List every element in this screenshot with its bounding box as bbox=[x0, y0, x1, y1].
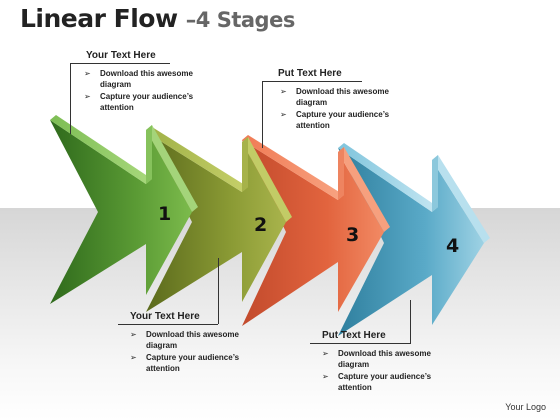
callout-3-item-2: ➢ Capture your audience’s attention bbox=[118, 352, 241, 374]
arrowhead-bullet-icon: ➢ bbox=[84, 92, 91, 101]
callout-3-item-1: ➢ Download this awesome diagram bbox=[118, 329, 241, 351]
callout-4-item-1: ➢ Download this awesome diagram bbox=[310, 348, 433, 370]
callout-3-item-1-text: Download this awesome diagram bbox=[146, 330, 239, 350]
callout-1-item-2-text: Capture your audience’s attention bbox=[100, 92, 194, 112]
stage-number-3: 3 bbox=[346, 224, 359, 246]
callout-3: Your Text Here ➢ Download this awesome di… bbox=[118, 311, 239, 375]
callout-4-item-1-text: Download this awesome diagram bbox=[338, 349, 431, 369]
callout-1-item-1: ➢ Download this awesome diagram bbox=[70, 68, 195, 90]
callout-3-heading: Your Text Here bbox=[118, 311, 218, 325]
callout-4-item-2-text: Capture your audience’s attention bbox=[338, 372, 432, 392]
callout-2-item-1: ➢ Download this awesome diagram bbox=[262, 86, 391, 108]
leader-line-2 bbox=[262, 82, 263, 148]
callout-1-item-1-text: Download this awesome diagram bbox=[100, 69, 193, 89]
arrow-stage-1 bbox=[50, 115, 198, 304]
callout-3-item-2-text: Capture your audience’s attention bbox=[146, 353, 240, 373]
callout-1: Your Text Here ➢ Download this awesome di… bbox=[70, 50, 193, 114]
arrowhead-bullet-icon: ➢ bbox=[322, 349, 329, 358]
arrowhead-bullet-icon: ➢ bbox=[280, 110, 287, 119]
leader-line-4 bbox=[410, 300, 411, 344]
title-main: Linear Flow bbox=[20, 4, 178, 33]
arrowhead-bullet-icon: ➢ bbox=[130, 353, 137, 362]
callout-1-item-2: ➢ Capture your audience’s attention bbox=[70, 91, 195, 113]
callout-2-heading: Put Text Here bbox=[262, 68, 362, 82]
stage-number-2: 2 bbox=[254, 214, 267, 236]
arrowhead-bullet-icon: ➢ bbox=[322, 372, 329, 381]
arrowhead-bullet-icon: ➢ bbox=[130, 330, 137, 339]
callout-4-item-2: ➢ Capture your audience’s attention bbox=[310, 371, 433, 393]
callout-4: Put Text Here ➢ Download this awesome dia… bbox=[310, 330, 431, 394]
arrowhead-bullet-icon: ➢ bbox=[84, 69, 91, 78]
leader-line-3 bbox=[218, 258, 219, 324]
arrowhead-bullet-icon: ➢ bbox=[280, 87, 287, 96]
leader-line-1 bbox=[70, 64, 71, 134]
callout-2-item-2-text: Capture your audience’s attention bbox=[296, 110, 390, 130]
callout-2: Put Text Here ➢ Download this awesome dia… bbox=[262, 68, 389, 132]
title-sub: –4 Stages bbox=[185, 8, 296, 32]
stage-number-1: 1 bbox=[158, 203, 171, 225]
callout-2-item-2: ➢ Capture your audience’s attention bbox=[262, 109, 391, 131]
callout-4-heading: Put Text Here bbox=[310, 330, 410, 344]
page-title: Linear Flow –4 Stages bbox=[20, 4, 295, 33]
stage-number-4: 4 bbox=[446, 235, 459, 257]
callout-1-heading: Your Text Here bbox=[70, 50, 170, 64]
callout-2-item-1-text: Download this awesome diagram bbox=[296, 87, 389, 107]
arrow-stage-3 bbox=[242, 135, 390, 326]
arrow-stage-4 bbox=[338, 143, 490, 336]
logo-placeholder: Your Logo bbox=[505, 402, 546, 412]
